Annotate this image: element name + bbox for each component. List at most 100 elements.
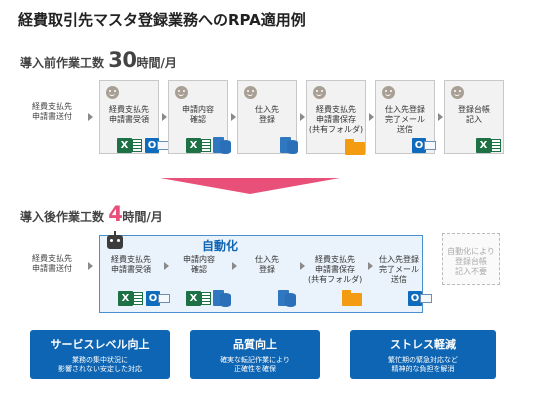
before-heading-suffix: 時間/月 <box>136 56 177 70</box>
before-step-label: 経費支払先 申請書受領 <box>100 105 158 125</box>
benefit-title: ストレス軽減 <box>390 338 456 351</box>
benefit-desc-line: 業務の集中状況に <box>72 356 128 364</box>
before-step-label: 仕入先登録 完了メール 送信 <box>376 105 434 135</box>
unneeded-line: 記入不要 <box>455 267 487 276</box>
excel-grid-icon <box>491 139 501 152</box>
step-line: 確認 <box>190 115 206 124</box>
database-icon <box>220 140 231 154</box>
step-line: 送信 <box>397 125 413 134</box>
before-flow-arrow <box>231 113 236 121</box>
before-step-save: 経費支払先 申請書保存 (共有フォルダ) <box>306 80 366 154</box>
step-line: 登録 <box>259 265 275 274</box>
mail-icon <box>420 294 432 303</box>
before-step-label: 登録台帳 記入 <box>445 105 503 125</box>
excel-icon: X <box>186 291 201 306</box>
after-flow-arrow <box>300 262 305 270</box>
after-heading-suffix: 時間/月 <box>122 210 163 224</box>
document-icon <box>278 290 289 306</box>
benefit-desc-line: 精神的な負担を解消 <box>391 365 455 373</box>
database-icon <box>287 140 298 154</box>
before-source-line: 申請書送付 <box>32 112 72 121</box>
person-icon <box>451 86 464 99</box>
before-flow-arrow <box>162 113 167 121</box>
step-line: 仕入先登録 <box>379 255 419 264</box>
before-step-label: 経費支払先 申請書保存 (共有フォルダ) <box>307 105 365 135</box>
benefit-desc-line: 確実な転記作業により <box>220 356 290 364</box>
before-flow-arrow <box>369 113 374 121</box>
step-line: 登録台帳 <box>458 105 490 114</box>
after-step-register: 仕入先 登録 <box>240 255 294 275</box>
person-icon <box>106 86 119 99</box>
benefit-quality: 品質向上 確実な転記作業により 正確性を確保 <box>190 330 320 379</box>
excel-grid-icon <box>201 139 211 152</box>
step-line: 記入 <box>466 115 482 124</box>
page-title: 経費取引先マスタ登録業務へのRPA適用例 <box>18 11 306 29</box>
step-line: 申請書保存 <box>315 265 355 274</box>
excel-icon: X <box>117 138 132 153</box>
folder-icon <box>345 139 365 155</box>
excel-icon: X <box>118 291 133 306</box>
after-step-save: 経費支払先 申請書保存 (共有フォルダ) <box>308 255 362 285</box>
excel-icon: X <box>186 138 201 153</box>
step-line: 申請内容 <box>183 255 215 264</box>
unneeded-line: 登録台帳 <box>455 257 487 266</box>
before-source-label: 経費支払先 申請書送付 <box>26 102 78 122</box>
step-line: 送信 <box>391 275 407 284</box>
step-line: 経費支払先 <box>111 255 151 264</box>
robot-icon <box>107 231 123 249</box>
before-flow-arrow <box>438 113 443 121</box>
before-source-line: 経費支払先 <box>32 102 72 111</box>
after-flow-arrow <box>164 262 169 270</box>
folder-icon <box>342 290 362 306</box>
outlook-icon: O <box>412 138 426 153</box>
benefit-desc: 確実な転記作業により 正確性を確保 <box>190 356 320 374</box>
before-hours: 30 <box>108 48 137 72</box>
after-source-line: 経費支払先 <box>32 254 72 263</box>
outlook-icon: O <box>146 291 160 306</box>
benefit-service-level: サービスレベル向上 業務の集中状況に 影響されない安定した対応 <box>30 330 170 379</box>
step-line: 申請内容 <box>182 105 214 114</box>
benefit-title: 品質向上 <box>233 338 277 351</box>
benefit-stress: ストレス軽減 繁忙期の緊急対応など 精神的な負担を解消 <box>350 330 496 379</box>
after-hours: 4 <box>108 202 123 226</box>
step-line: 経費支払先 <box>315 255 355 264</box>
mail-icon <box>158 294 170 303</box>
after-source-line: 申請書送付 <box>32 264 72 273</box>
person-icon <box>313 86 326 99</box>
automation-label: 自動化 <box>201 239 238 253</box>
benefit-desc-line: 正確性を確保 <box>234 365 276 373</box>
step-line: 申請書受領 <box>111 265 151 274</box>
before-step-label: 申請内容 確認 <box>169 105 227 125</box>
after-heading: 導入後作業工数 4時間/月 <box>20 202 163 226</box>
benefit-desc: 業務の集中状況に 影響されない安定した対応 <box>30 356 170 374</box>
step-line: 登録 <box>259 115 275 124</box>
step-line: 確認 <box>191 265 207 274</box>
excel-grid-icon <box>133 292 143 305</box>
step-line: 経費支払先 <box>109 105 149 114</box>
after-step-check: 申請内容 確認 <box>172 255 226 275</box>
document-icon <box>213 137 224 153</box>
outlook-icon: O <box>408 291 422 306</box>
benefit-desc: 繁忙期の緊急対応など 精神的な負担を解消 <box>350 356 496 374</box>
database-icon <box>220 293 231 307</box>
before-flow-arrow <box>300 113 305 121</box>
step-line: 完了メール <box>379 265 419 274</box>
before-heading-prefix: 導入前作業工数 <box>20 56 105 70</box>
step-line: 仕入先 <box>255 105 279 114</box>
after-step-mail: 仕入先登録 完了メール 送信 <box>374 255 424 285</box>
excel-grid-icon <box>132 139 142 152</box>
step-line: 経費支払先 <box>316 105 356 114</box>
after-flow-arrow <box>368 262 373 270</box>
unneeded-step: 自動化により 登録台帳 記入不要 <box>442 233 500 285</box>
after-flow-arrow <box>232 262 237 270</box>
step-line: 申請書保存 <box>316 115 356 124</box>
outlook-icon: O <box>145 138 159 153</box>
benefit-desc-line: 繁忙期の緊急対応など <box>388 356 458 364</box>
database-icon <box>285 293 296 307</box>
before-flow-arrow <box>88 113 93 121</box>
benefit-title: サービスレベル向上 <box>50 338 150 351</box>
step-line: 仕入先登録 <box>385 105 425 114</box>
person-icon <box>175 86 188 99</box>
transition-arrow <box>160 178 340 194</box>
step-line: 申請書受領 <box>109 115 149 124</box>
